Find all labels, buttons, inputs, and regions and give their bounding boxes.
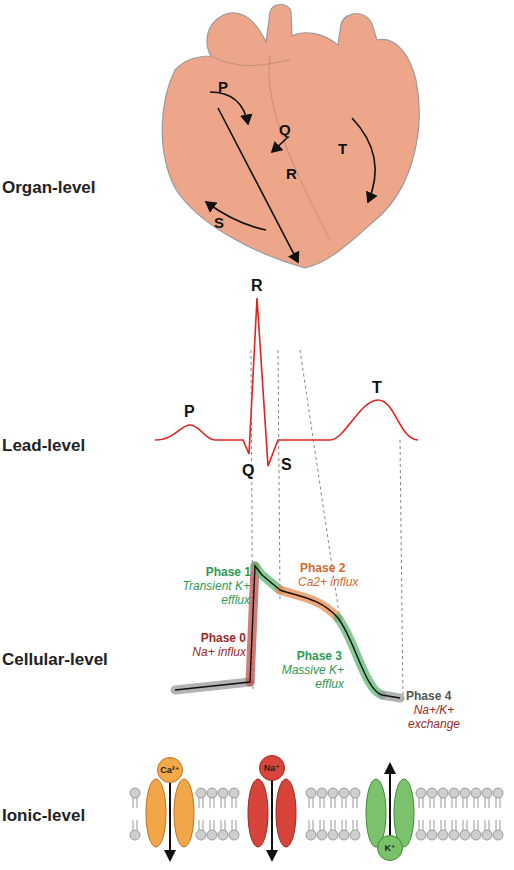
lipid-head <box>460 830 470 840</box>
wave-letter: S <box>214 214 224 231</box>
wave-letter: R <box>286 165 297 182</box>
lipid-head <box>229 830 239 840</box>
ion-flow-arrow <box>271 768 273 860</box>
lipid-head <box>493 788 503 798</box>
wave-letter: P <box>184 403 195 421</box>
calcium-ion: Ca²⁺ <box>157 757 183 783</box>
lipid-head <box>449 830 459 840</box>
phase-description: Na+ influx <box>184 646 246 660</box>
lipid-head <box>493 830 503 840</box>
heart-groove <box>211 56 290 66</box>
phase-description: Transient K+ efflux <box>168 580 250 608</box>
phase2-band <box>280 590 338 618</box>
lipid-head <box>482 788 492 798</box>
conduction-arrow <box>218 108 298 262</box>
sodium-ion: Na⁺ <box>259 755 285 781</box>
ecg-trace <box>155 298 418 466</box>
lipid-head <box>306 830 316 840</box>
phase-title: Phase 4 <box>406 690 451 704</box>
lipid-head <box>328 830 338 840</box>
lipid-head <box>339 788 349 798</box>
lipid-head <box>339 830 349 840</box>
lipid-head <box>416 788 426 798</box>
lipid-head <box>471 788 481 798</box>
lipid-head <box>218 788 228 798</box>
wave-letter: P <box>218 78 228 95</box>
wave-letter: T <box>372 379 382 397</box>
heart-groove <box>269 55 330 240</box>
wave-letter: T <box>338 140 347 157</box>
lipid-head <box>427 830 437 840</box>
lipid-head <box>130 788 140 798</box>
phase-title: Phase 3 <box>282 650 342 664</box>
conduction-arrow <box>352 118 375 202</box>
potassium-ion: K⁺ <box>377 835 403 861</box>
phase-description: Na+/K+ exchange <box>404 704 464 732</box>
ion-symbol: Na⁺ <box>264 763 280 773</box>
lipid-head <box>416 830 426 840</box>
lipid-head <box>471 830 481 840</box>
lipid-head <box>328 788 338 798</box>
calcium-channel <box>174 779 194 847</box>
lipid-head <box>482 830 492 840</box>
wave-letter: S <box>281 456 292 474</box>
wave-letter: Q <box>242 462 254 480</box>
phase-title: Phase 2 <box>300 562 345 576</box>
level-label: Lead-level <box>2 436 85 456</box>
wave-letter: R <box>251 277 263 295</box>
lipid-head <box>218 830 228 840</box>
wave-letter: Q <box>279 121 291 138</box>
ion-symbol: K⁺ <box>384 843 395 853</box>
ion-flow-arrow <box>169 770 171 860</box>
phase-title: Phase 0 <box>194 632 246 646</box>
lipid-head <box>207 788 217 798</box>
level-label: Ionic-level <box>2 806 85 826</box>
phase-title: Phase 1 <box>196 566 251 580</box>
lipid-head <box>438 788 448 798</box>
level-label: Organ-level <box>2 178 96 198</box>
conduction-arrow <box>272 138 287 152</box>
lipid-head <box>438 830 448 840</box>
lipid-head <box>317 830 327 840</box>
guide-line <box>400 440 403 700</box>
lipid-head <box>460 788 470 798</box>
lipid-head <box>317 788 327 798</box>
lipid-head <box>130 830 140 840</box>
lipid-head <box>196 830 206 840</box>
sodium-channel <box>276 779 296 847</box>
heart-shape <box>162 5 419 269</box>
lipid-head <box>427 788 437 798</box>
ion-symbol: Ca²⁺ <box>160 765 179 775</box>
lipid-head <box>196 788 206 798</box>
lipid-head <box>229 788 239 798</box>
sodium-channel <box>248 779 268 847</box>
guide-line <box>278 350 280 600</box>
lipid-head <box>306 788 316 798</box>
conduction-arrow <box>210 92 248 124</box>
lipid-head <box>350 830 360 840</box>
calcium-channel <box>146 779 166 847</box>
phase-description: Ca2+ influx <box>298 576 358 590</box>
level-label: Cellular-level <box>2 650 108 670</box>
lipid-head <box>449 788 459 798</box>
phase-description: Massive K+ efflux <box>272 664 344 692</box>
lipid-head <box>207 830 217 840</box>
lipid-head <box>350 788 360 798</box>
